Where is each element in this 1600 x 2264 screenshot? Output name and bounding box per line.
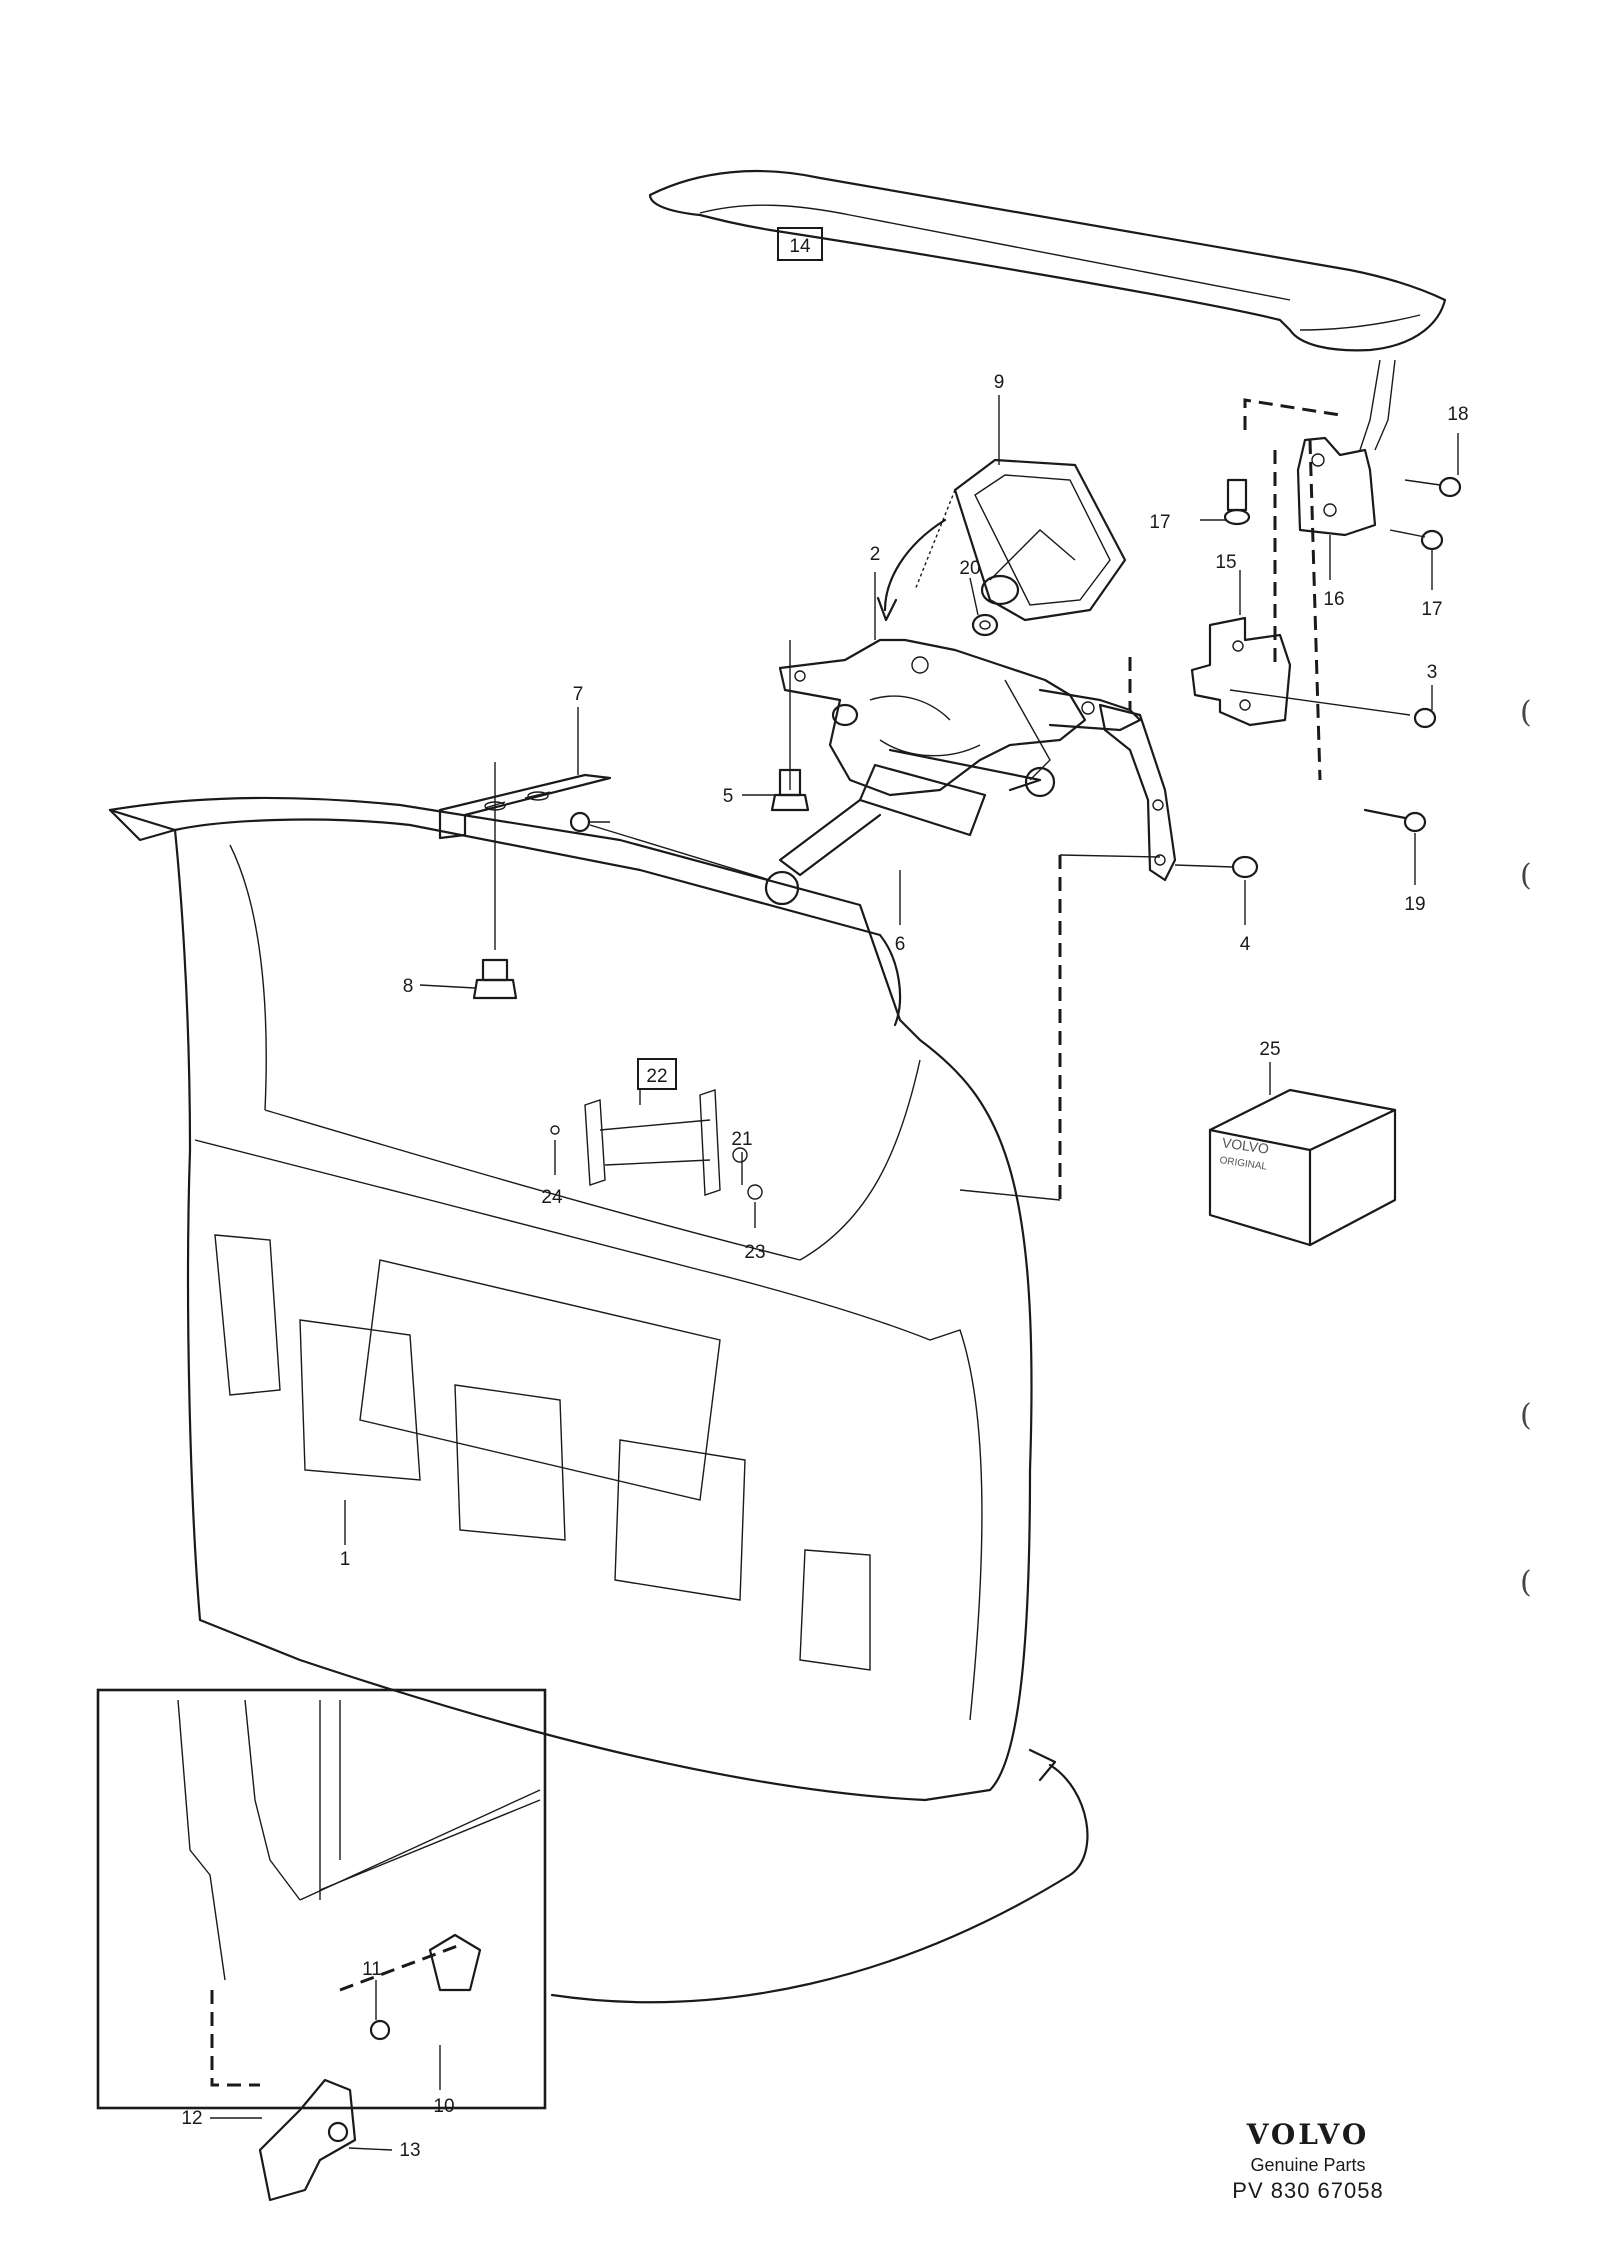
tailgate-part	[108, 796, 1033, 1802]
detail-inset-frame	[96, 1688, 547, 2110]
callout-10: 10	[433, 2096, 454, 2117]
callout-24: 24	[541, 1187, 563, 1208]
screw-part-19	[1363, 808, 1427, 833]
callout-5: 5	[723, 786, 734, 807]
box-label: VOLVO ORIGINAL	[1219, 1134, 1274, 1173]
rotation-arrow-head	[876, 596, 898, 622]
bolt-part-17	[1223, 478, 1251, 526]
callout-19: 19	[1404, 894, 1425, 915]
box-label-line1: VOLVO	[1221, 1134, 1270, 1156]
callout-13: 13	[399, 2140, 420, 2161]
bolt-part-5	[770, 640, 810, 812]
callout-22: 22	[646, 1066, 667, 1087]
assembly-line	[959, 1189, 1061, 1201]
brand-logo: VOLVO	[1246, 2118, 1370, 2151]
callout-14: 14	[789, 236, 811, 257]
margin-mark: (	[1520, 858, 1532, 893]
callout-17-left: 17	[1149, 512, 1170, 533]
box-label-line2: ORIGINAL	[1219, 1155, 1268, 1173]
link-arm-part	[1098, 703, 1259, 882]
detail-arrow-head	[1028, 1748, 1057, 1782]
screw-part-18	[1404, 476, 1462, 498]
callout-7: 7	[573, 684, 584, 705]
spoiler-part	[648, 169, 1447, 451]
part-box-14	[777, 227, 823, 261]
callout-2: 2	[870, 544, 881, 565]
callout-21: 21	[731, 1129, 752, 1150]
assembly-dashline	[1243, 398, 1341, 430]
callout-20: 20	[959, 558, 980, 579]
hinge-part	[778, 638, 1142, 797]
callout-16: 16	[1323, 589, 1344, 610]
callout-15: 15	[1215, 552, 1236, 573]
part-diagram-code: PV 830 67058	[1232, 2178, 1384, 2203]
margin-mark: (	[1520, 1565, 1532, 1600]
detail-inset-drawing	[177, 1699, 541, 2202]
assembly-dashline	[1308, 439, 1322, 781]
grease-box-part	[1208, 1088, 1397, 1247]
callout-leaders	[210, 395, 1459, 2151]
part-box-22	[637, 1058, 677, 1090]
margin-mark: (	[1520, 695, 1532, 730]
callout-12: 12	[181, 2108, 202, 2129]
callout-23: 23	[744, 1242, 765, 1263]
screw-part-3	[1229, 689, 1437, 729]
callout-4: 4	[1240, 934, 1251, 955]
hinge-cover-part	[914, 458, 1127, 622]
bushing-part	[971, 613, 999, 637]
callout-6: 6	[895, 934, 906, 955]
rotation-arrow	[883, 518, 947, 612]
lock-bracket-part	[550, 1089, 763, 1200]
nut-part	[472, 958, 518, 1000]
callout-3: 3	[1427, 662, 1438, 683]
hinge-plate-part	[1190, 616, 1292, 727]
hinge-bracket-part	[1296, 436, 1377, 537]
detail-arrow	[550, 1763, 1089, 2004]
assembly-line	[1059, 854, 1161, 858]
screw-part-17b	[1389, 529, 1444, 551]
bracket-part	[438, 762, 612, 950]
callout-11: 11	[362, 1959, 382, 1980]
brand-subtitle: Genuine Parts	[1250, 2155, 1366, 2175]
callout-1: 1	[340, 1549, 351, 1570]
callout-8: 8	[403, 976, 414, 997]
brand-block: VOLVO Genuine Parts PV 830 67058	[1208, 2118, 1408, 2204]
callout-9: 9	[994, 372, 1005, 393]
callout-25: 25	[1259, 1039, 1280, 1060]
callout-18: 18	[1447, 404, 1468, 425]
margin-mark: (	[1520, 1398, 1532, 1433]
callout-17-right: 17	[1421, 599, 1442, 620]
gas-strut-part	[569, 748, 1056, 906]
